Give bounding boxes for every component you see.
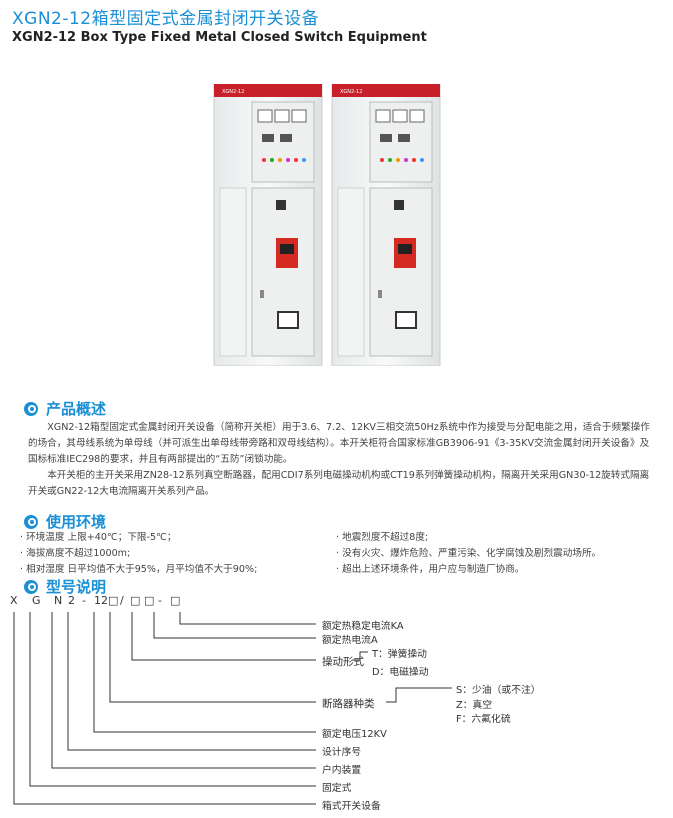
environment-list-right: 地震烈度不超过8度; 没有火灾、爆炸危险、严重污染、化学腐蚀及剧烈震动场所。 超… xyxy=(336,530,601,578)
label-fixed: 固定式 xyxy=(322,783,352,794)
code-char: G xyxy=(32,594,41,607)
code-char: - xyxy=(158,594,162,607)
line-ka xyxy=(179,612,316,625)
page-subtitle: XGN2-12 Box Type Fixed Metal Closed Swit… xyxy=(12,30,427,45)
environment-item: 地震烈度不超过8度; xyxy=(336,530,601,546)
code-char: □ xyxy=(130,594,141,607)
code-char: N xyxy=(54,594,63,607)
line-op xyxy=(131,612,316,661)
line-cb xyxy=(109,612,316,703)
environment-item: 海拔高度不超过1000m; xyxy=(20,546,257,562)
overview-heading: 产品概述 xyxy=(24,398,106,419)
label-design-seq: 设计序号 xyxy=(322,747,362,758)
overview-text: XGN2-12箱型固定式金属封闭开关设备（简称开关柜）用于3.6、7.2、12K… xyxy=(28,420,656,500)
label-op-spring: T：弹簧操动 xyxy=(372,649,427,660)
environment-item: 超出上述环境条件，用户应与制造厂协商。 xyxy=(336,562,601,578)
bracket-op xyxy=(352,651,368,661)
code-char: 2 xyxy=(68,594,75,607)
code-char: / xyxy=(120,594,124,607)
switchgear-photo: XGN2-12 XGN2-12 xyxy=(213,84,441,366)
label-box-switchgear: 箱式开关设备 xyxy=(322,801,381,812)
environment-list-left: 环境温度 上限+40℃；下限-5℃； 海拔高度不超过1000m; 相对湿度 日平… xyxy=(20,530,257,578)
environment-item: 相对湿度 日平均值不大于95%，月平均值不大于90%; xyxy=(20,562,257,578)
code-char: - xyxy=(82,594,86,607)
panel-label-left: XGN2-12 xyxy=(222,89,244,95)
code-char: □ xyxy=(144,594,155,607)
environment-item: 环境温度 上限+40℃；下限-5℃； xyxy=(20,530,257,546)
environment-item: 没有火灾、爆炸危险、严重污染、化学腐蚀及剧烈震动场所。 xyxy=(336,546,601,562)
label-operation-type: 操动形式 xyxy=(322,656,364,668)
label-cb-vacuum: Z：真空 xyxy=(456,700,493,711)
model-code: X G N 2 - 12 □ / □ □ - □ xyxy=(10,594,182,607)
overview-paragraph-2: 本开关柜的主开关采用ZN28-12系列真空断路器，配用CDI7系列电磁操动机构或… xyxy=(28,470,650,497)
label-indoor: 户内装置 xyxy=(322,765,362,776)
panel-label-right: XGN2-12 xyxy=(340,89,362,95)
code-char: □ xyxy=(170,594,181,607)
section-bullet-icon xyxy=(24,401,38,416)
line-seq xyxy=(67,612,316,751)
label-cb-sf6: F：六氟化硫 xyxy=(456,714,511,725)
overview-paragraph-1: XGN2-12箱型固定式金属封闭开关设备（简称开关柜）用于3.6、7.2、12K… xyxy=(28,422,650,465)
code-char: 12 xyxy=(94,594,108,607)
label-rated-voltage: 额定电压12KV xyxy=(322,729,387,740)
line-box xyxy=(13,612,316,805)
label-rated-stable-current: 额定热稳定电流KA xyxy=(322,621,404,632)
label-op-electromagnetic: D：电磁操动 xyxy=(372,667,429,678)
label-rated-current: 额定热电流A xyxy=(322,635,378,646)
label-breaker-type: 断路器种类 xyxy=(322,698,375,710)
line-a xyxy=(153,612,316,639)
section-bullet-icon xyxy=(24,514,38,529)
section-bullet-icon xyxy=(24,579,38,594)
line-fixed xyxy=(29,612,316,787)
code-char: □ xyxy=(108,594,119,607)
line-indoor xyxy=(51,612,316,769)
environment-heading: 使用环境 xyxy=(24,511,106,532)
model-heading: 型号说明 xyxy=(24,576,106,597)
page-title: XGN2-12箱型固定式金属封闭开关设备 xyxy=(12,9,320,29)
bracket-cb xyxy=(386,687,452,703)
code-char: X xyxy=(10,594,18,607)
label-cb-oil: S：少油（或不注） xyxy=(456,685,541,696)
line-volt xyxy=(93,612,316,733)
